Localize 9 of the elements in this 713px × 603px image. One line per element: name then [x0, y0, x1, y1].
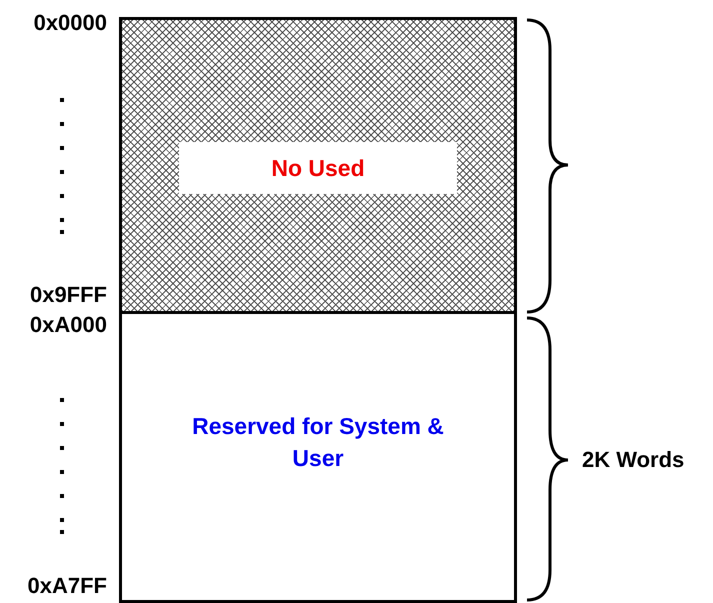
region-label: Reserved for System & User — [191, 412, 445, 473]
size-label: 2K Words — [582, 447, 684, 473]
address-label: 0x0000 — [34, 10, 107, 36]
memory-region — [119, 311, 517, 603]
address-label: 0xA000 — [30, 312, 107, 338]
region-label: No Used — [179, 142, 457, 194]
address-label: 0x9FFF — [30, 282, 107, 308]
address-label: 0xA7FF — [28, 573, 107, 599]
memory-region — [119, 17, 517, 314]
